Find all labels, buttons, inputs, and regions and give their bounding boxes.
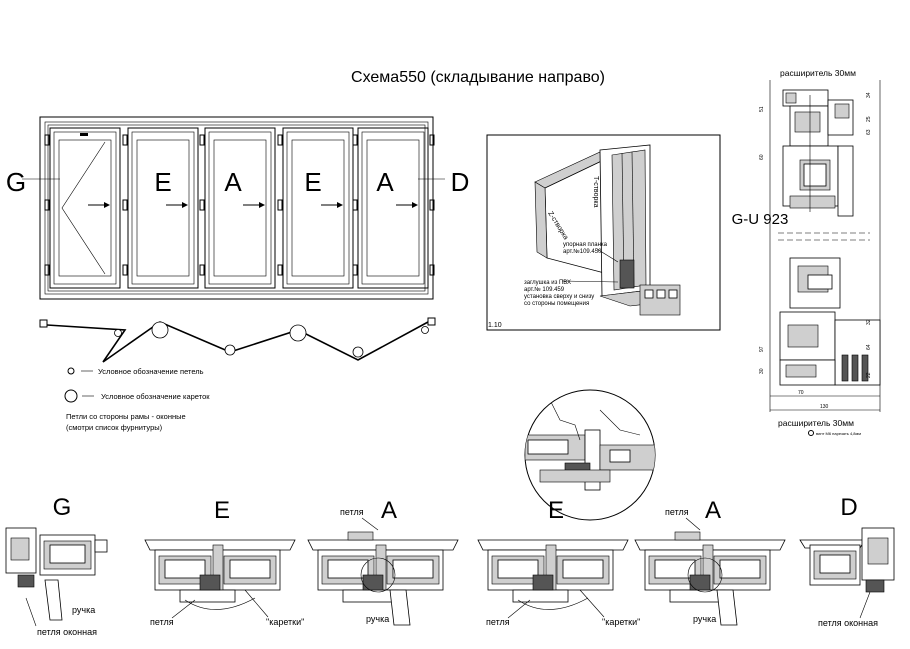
plug-label-3: установка сверху и снизу — [524, 294, 594, 300]
dim-60: 60 — [759, 154, 765, 160]
section-letter-e2: E — [548, 497, 564, 524]
folding-scheme — [39, 317, 436, 363]
plug-label-2: арт.№ 109.459 — [524, 286, 565, 293]
label-window-hinge-d: петля оконная — [818, 618, 878, 628]
elevation-letter-g: G — [6, 167, 26, 197]
hinge-symbol — [67, 367, 75, 375]
label-hinge-a1: петля — [340, 507, 364, 517]
dim-34: 34 — [866, 92, 872, 98]
section-a2 — [634, 531, 786, 626]
section-d — [799, 527, 895, 593]
bottom-extender-label: расширитель 30мм — [778, 418, 854, 428]
legend-note-1: Петли со стороны рамы - оконные — [66, 412, 186, 421]
dim-70: 70 — [798, 390, 804, 396]
plug-label-4: со стороны помещения — [524, 301, 589, 307]
label-handle-a2: ручка — [693, 614, 716, 624]
carriage-symbol — [64, 389, 78, 403]
elevation-letter-e1: E — [154, 167, 171, 197]
legend: Условное обозначение петель Условное обо… — [64, 367, 210, 432]
dim-30: 30 — [759, 368, 765, 374]
dim-51: 51 — [759, 106, 765, 112]
bottom-labels: ручка петля оконная петля "каретки" петл… — [25, 507, 878, 637]
section-e2 — [477, 539, 629, 610]
bottom-sections — [5, 527, 895, 626]
dim-22: 22 — [866, 372, 872, 378]
plate-label-1: упорная планка — [563, 242, 608, 248]
section-letter-e1: E — [214, 497, 230, 524]
label-hinge-e1: петля — [150, 617, 174, 627]
elevation-letter-a1: A — [224, 167, 242, 197]
screw-note: винт M6 нарезать 4,8мм — [816, 431, 861, 436]
legend-note-2: (смотри список фурнитуры) — [66, 423, 163, 432]
bottom-letters: G E A E A D — [53, 494, 858, 524]
section-letter-d: D — [840, 494, 857, 521]
label-handle-g: ручка — [72, 605, 95, 615]
corner-tag: 1.10 — [488, 322, 502, 329]
front-elevation: G E A E A D — [6, 116, 470, 300]
sash-panel — [277, 127, 354, 289]
dim-63: 63 — [866, 129, 872, 135]
label-hinge-e2: петля — [486, 617, 510, 627]
right-section: расширитель 30мм G-U 923 51 34 60 6 — [732, 68, 881, 436]
plug-label-1: заглушка из ПВХ — [524, 280, 571, 286]
sash-panel — [352, 127, 429, 289]
section-a1 — [307, 531, 459, 626]
label-t-sash: T-створка — [592, 176, 599, 208]
elevation-letter-e2: E — [304, 167, 321, 197]
isometric-detail: Z-створка T-створка упорная планка арт.№… — [486, 134, 721, 331]
top-extender-label: расширитель 30мм — [780, 68, 856, 78]
legend-hinge: Условное обозначение петель — [98, 367, 204, 376]
elevation-letter-a2: A — [376, 167, 394, 197]
section-letter-a1: A — [381, 497, 397, 524]
section-g — [5, 527, 108, 621]
sash-panel — [44, 127, 121, 289]
label-carriages-e2: "каретки" — [602, 617, 640, 627]
sash-panels — [44, 127, 435, 289]
magnified-detail — [524, 389, 656, 521]
legend-carriage: Условное обозначение кареток — [101, 392, 210, 401]
section-letter-g: G — [53, 494, 72, 521]
sash-panel — [122, 127, 199, 289]
plate-label-2: арт.№109.450 — [563, 248, 602, 255]
page-title: Схема550 (складывание направо) — [351, 69, 605, 86]
label-carriages-e1: "каретки" — [266, 617, 304, 627]
dim-130: 130 — [820, 404, 829, 410]
dim-64: 64 — [866, 344, 872, 350]
elevation-letter-d: D — [451, 167, 470, 197]
dim-32: 32 — [866, 319, 872, 325]
section-letter-a2: A — [705, 497, 721, 524]
dim-97: 97 — [759, 346, 765, 352]
sash-panel — [199, 127, 276, 289]
label-window-hinge-g: петля оконная — [37, 627, 97, 637]
dim-25: 25 — [866, 116, 872, 122]
section-e1 — [144, 539, 296, 610]
label-handle-a1: ручка — [366, 614, 389, 624]
system-label: G-U 923 — [732, 211, 789, 228]
label-hinge-a2: петля — [665, 507, 689, 517]
